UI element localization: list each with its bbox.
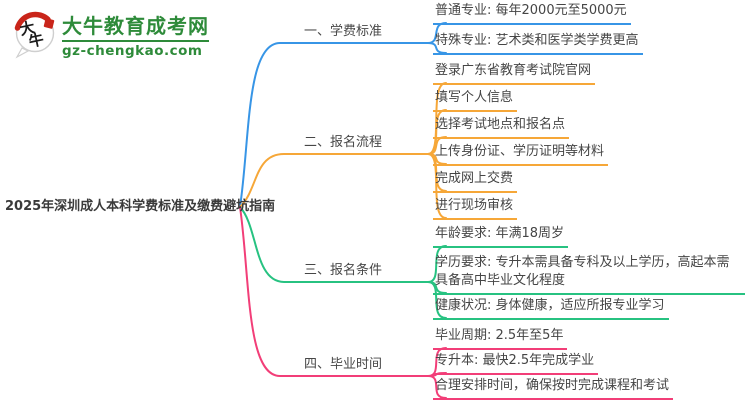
logo-divider	[62, 40, 209, 42]
leaf-node: 专升本: 最快2.5年完成学业	[433, 352, 599, 375]
branch-label-process: 二、报名流程	[303, 135, 382, 150]
daniu-logo-icon: 大 牛	[14, 11, 55, 59]
red-seal-icon	[43, 18, 55, 29]
branch-label-conditions: 三、报名条件	[303, 263, 382, 278]
leaf-node: 健康状况: 身体健康，适应所报专业学习	[433, 297, 669, 320]
leaf-node: 学历要求: 专升本需具备专科及以上学历，高起本需具备高中毕业文化程度	[433, 254, 745, 295]
leaf-node: 普通专业: 每年2000元至5000元	[433, 2, 631, 25]
branch-label-graduation: 四、毕业时间	[303, 357, 382, 372]
leaf-node: 合理安排时间，确保按时完成课程和考试	[433, 377, 674, 400]
logo-char-1: 大	[18, 18, 36, 39]
speech-bubble-tail-icon	[15, 47, 30, 59]
red-beret-icon	[14, 11, 51, 31]
leaf-node: 上传身份证、学历证明等材料	[433, 143, 609, 166]
leaf-node: 年龄要求: 年满18周岁	[433, 225, 569, 248]
site-name: 大牛教育成考网	[62, 14, 209, 38]
root-topic: 2025年深圳成人本科学费标准及缴费避坑指南	[5, 199, 276, 214]
branch-1-curve	[239, 42, 429, 208]
leaf-node: 毕业周期: 2.5年至5年	[433, 327, 568, 350]
leaf-node: 登录广东省教育考试院官网	[433, 62, 596, 85]
branch-label-fees: 一、学费标准	[303, 24, 382, 39]
leaf-node: 进行现场审核	[433, 197, 518, 220]
leaf-node: 完成网上交费	[433, 170, 518, 193]
branch-4-curve	[239, 206, 429, 377]
leaf-node: 选择考试地点和报名点	[433, 116, 570, 139]
leaf-node: 填写个人信息	[433, 89, 518, 112]
leaf-node: 特殊专业: 艺术类和医学类学费更高	[433, 32, 643, 55]
site-url: gz-chengkao.com	[62, 43, 203, 59]
site-logo: 大 牛 大牛教育成考网 gz-chengkao.com	[13, 11, 209, 59]
logo-char-2: 牛	[27, 30, 45, 51]
